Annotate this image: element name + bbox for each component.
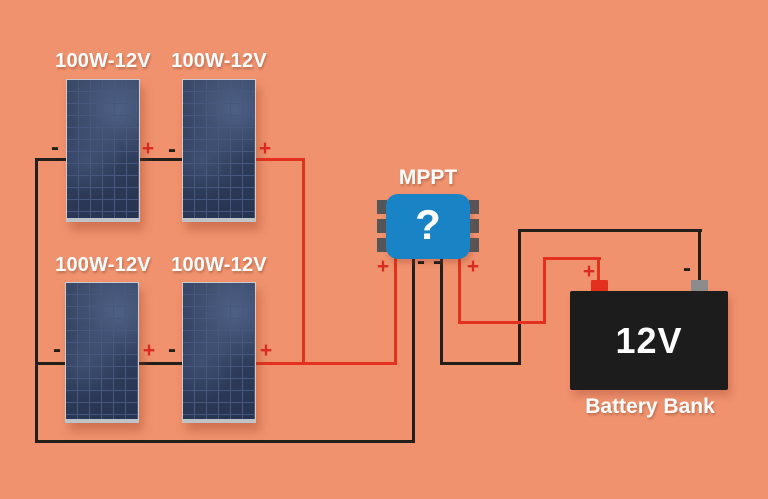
panel-1-positive-label: + <box>141 137 155 160</box>
wire-panel1-negative-stub <box>35 158 68 161</box>
wire-panel2-positive-drop <box>302 158 305 365</box>
panel-3-label: 100W-12V <box>55 254 151 276</box>
panel-4-label: 100W-12V <box>171 254 267 276</box>
wire-battery-positive-horizontal2 <box>543 257 601 260</box>
wire-panel2-positive-stub <box>254 158 305 161</box>
panel-4-negative-label: - <box>168 336 176 363</box>
panel-3-negative-label: - <box>53 336 61 363</box>
battery-voltage-label: 12V <box>615 319 683 361</box>
mppt-heatsink-tab-icon <box>469 200 479 214</box>
solar-panel-4 <box>182 282 256 423</box>
question-mark-icon: ? <box>415 200 441 248</box>
battery-positive-label: + <box>582 260 596 283</box>
wire-battery-positive-riser <box>543 257 546 324</box>
mppt-heatsink-tab-icon <box>377 200 387 214</box>
wire-battery-negative-drop <box>440 258 443 365</box>
panel-3-positive-label: + <box>142 339 156 362</box>
wire-pv-positive-riser <box>394 258 397 365</box>
mppt-pv-positive-label: + <box>376 255 390 278</box>
panel-4-positive-label: + <box>259 339 273 362</box>
panel-1-negative-label: - <box>51 134 59 161</box>
wire-pv-negative-riser <box>412 258 415 443</box>
solar-panel-1 <box>66 79 140 222</box>
panel-1-label: 100W-12V <box>55 50 151 72</box>
wire-negative-bottom-bus <box>35 440 415 443</box>
wire-panel3-negative-stub <box>35 362 67 365</box>
panel-2-positive-label: + <box>258 137 272 160</box>
mppt-title: MPPT <box>398 166 458 189</box>
mppt-controller: ? <box>386 194 470 259</box>
mppt-heatsink-tab-icon <box>469 219 479 233</box>
mppt-heatsink-tab-icon <box>469 238 479 252</box>
panel-2-negative-label: - <box>168 136 176 163</box>
solar-panel-3 <box>65 282 139 423</box>
battery-negative-terminal <box>691 280 708 293</box>
wire-battery-negative-terminal-drop <box>698 229 701 284</box>
mppt-heatsink-tab-icon <box>377 238 387 252</box>
mppt-battery-positive-label: + <box>466 255 480 278</box>
mppt-heatsink-tab-icon <box>377 219 387 233</box>
wire-negative-left-bus-vertical <box>35 158 38 443</box>
mppt-pv-negative-label: - <box>417 248 425 275</box>
wire-battery-negative-horizontal1 <box>440 362 521 365</box>
wire-series-link-top <box>139 158 183 161</box>
battery-negative-label: - <box>683 255 691 282</box>
panel-2-label: 100W-12V <box>171 50 267 72</box>
wire-series-link-bottom <box>139 362 183 365</box>
mppt-battery-negative-label: - <box>433 248 441 275</box>
wire-battery-positive-horizontal1 <box>458 321 546 324</box>
wire-battery-positive-terminal-drop <box>597 257 600 284</box>
wire-battery-positive-drop <box>458 258 461 324</box>
battery-bank: 12V <box>570 291 728 390</box>
wire-battery-negative-horizontal2 <box>518 229 702 232</box>
battery-positive-terminal <box>591 280 608 293</box>
wire-pv-positive-bus <box>254 362 397 365</box>
solar-panel-2 <box>182 79 256 222</box>
battery-name-label: Battery Bank <box>585 395 715 418</box>
wire-battery-negative-riser <box>518 229 521 365</box>
